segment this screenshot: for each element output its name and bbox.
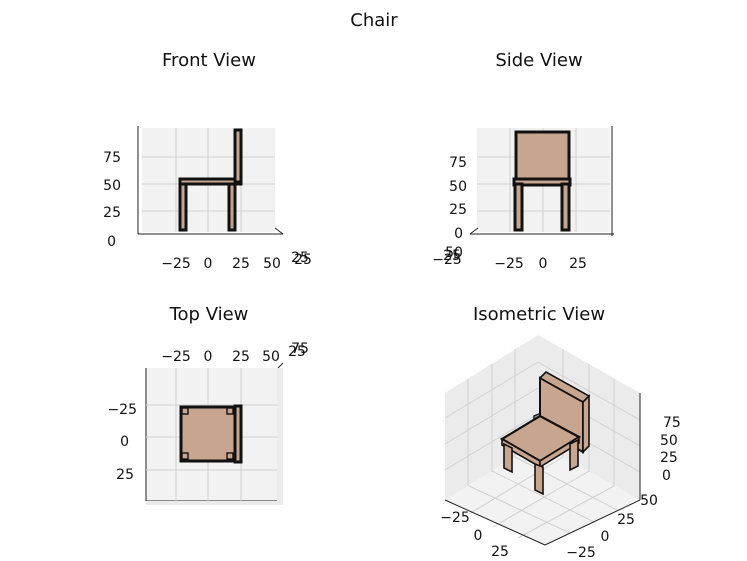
iso-z-tick-75: 75	[663, 415, 681, 431]
front-x-tick-25: 25	[232, 256, 250, 272]
side-x-tick-b: 25	[443, 248, 461, 264]
front-y-tick-b: 25	[294, 252, 312, 268]
top-x-tick-m25: −25	[161, 349, 191, 365]
top-x-tick-50: 50	[262, 349, 280, 365]
front-z-tick-0: 0	[107, 234, 116, 250]
side-view-panel: Side View 75 50 25 0 −25 0 25 50 25 −25	[432, 50, 614, 272]
iso-y-tick-50: 50	[640, 493, 658, 509]
iso-z-tick-50: 50	[660, 433, 678, 449]
top-y-tick-25: 25	[116, 467, 134, 483]
side-z-tick-25: 25	[449, 202, 467, 218]
iso-x-tick-25: 25	[491, 544, 509, 560]
iso-z-tick-25: 25	[660, 450, 678, 466]
iso-x-tick-0: 0	[474, 528, 483, 544]
top-x-tick-25: 25	[232, 349, 250, 365]
side-y-tick-0: 0	[539, 256, 548, 272]
front-y-tick-a: 25	[291, 250, 309, 266]
front-z-tick-25: 25	[103, 205, 121, 221]
isometric-view-panel: Isometric View	[440, 304, 681, 561]
front-x-tick-m25: −25	[161, 256, 191, 272]
top-x-tick-0: 0	[204, 349, 213, 365]
top-view-chair	[179, 404, 243, 464]
side-x-tick-a: 50	[445, 245, 463, 261]
front-view-chair	[178, 128, 243, 232]
side-view-title: Side View	[495, 50, 582, 71]
front-view-panel: Front View 75 50 25 0 −25 0 25 50	[103, 50, 312, 272]
iso-y-tick-m25: −25	[566, 545, 596, 561]
iso-x-tick-m25: −25	[440, 510, 470, 526]
iso-y-tick-25: 25	[617, 512, 635, 528]
front-x-tick-50: 50	[263, 256, 281, 272]
front-view-title: Front View	[162, 50, 256, 71]
side-x-tick-c: −25	[432, 252, 462, 268]
side-y-tick-m25: −25	[494, 256, 524, 272]
side-view-chair	[512, 130, 572, 232]
figure-title: Chair	[350, 10, 398, 31]
top-view-title: Top View	[169, 304, 249, 325]
isometric-chair	[499, 371, 591, 496]
front-x-tick-0: 0	[204, 256, 213, 272]
front-z-tick-75: 75	[103, 150, 121, 166]
front-z-tick-50: 50	[103, 178, 121, 194]
isometric-view-title: Isometric View	[473, 304, 605, 325]
top-z-tick-b: 25	[288, 344, 306, 360]
iso-y-tick-0: 0	[601, 529, 610, 545]
side-y-tick-25: 25	[569, 256, 587, 272]
top-z-tick-a: 75	[291, 341, 309, 357]
top-y-tick-0: 0	[120, 434, 129, 450]
top-view-panel: Top View −25 0 25 50 75 25 −25 0	[107, 304, 309, 505]
side-z-tick-0: 0	[454, 226, 463, 242]
top-y-tick-m25: −25	[107, 402, 137, 418]
iso-z-tick-0: 0	[662, 468, 671, 484]
side-z-tick-50: 50	[449, 179, 467, 195]
side-z-tick-75: 75	[449, 155, 467, 171]
